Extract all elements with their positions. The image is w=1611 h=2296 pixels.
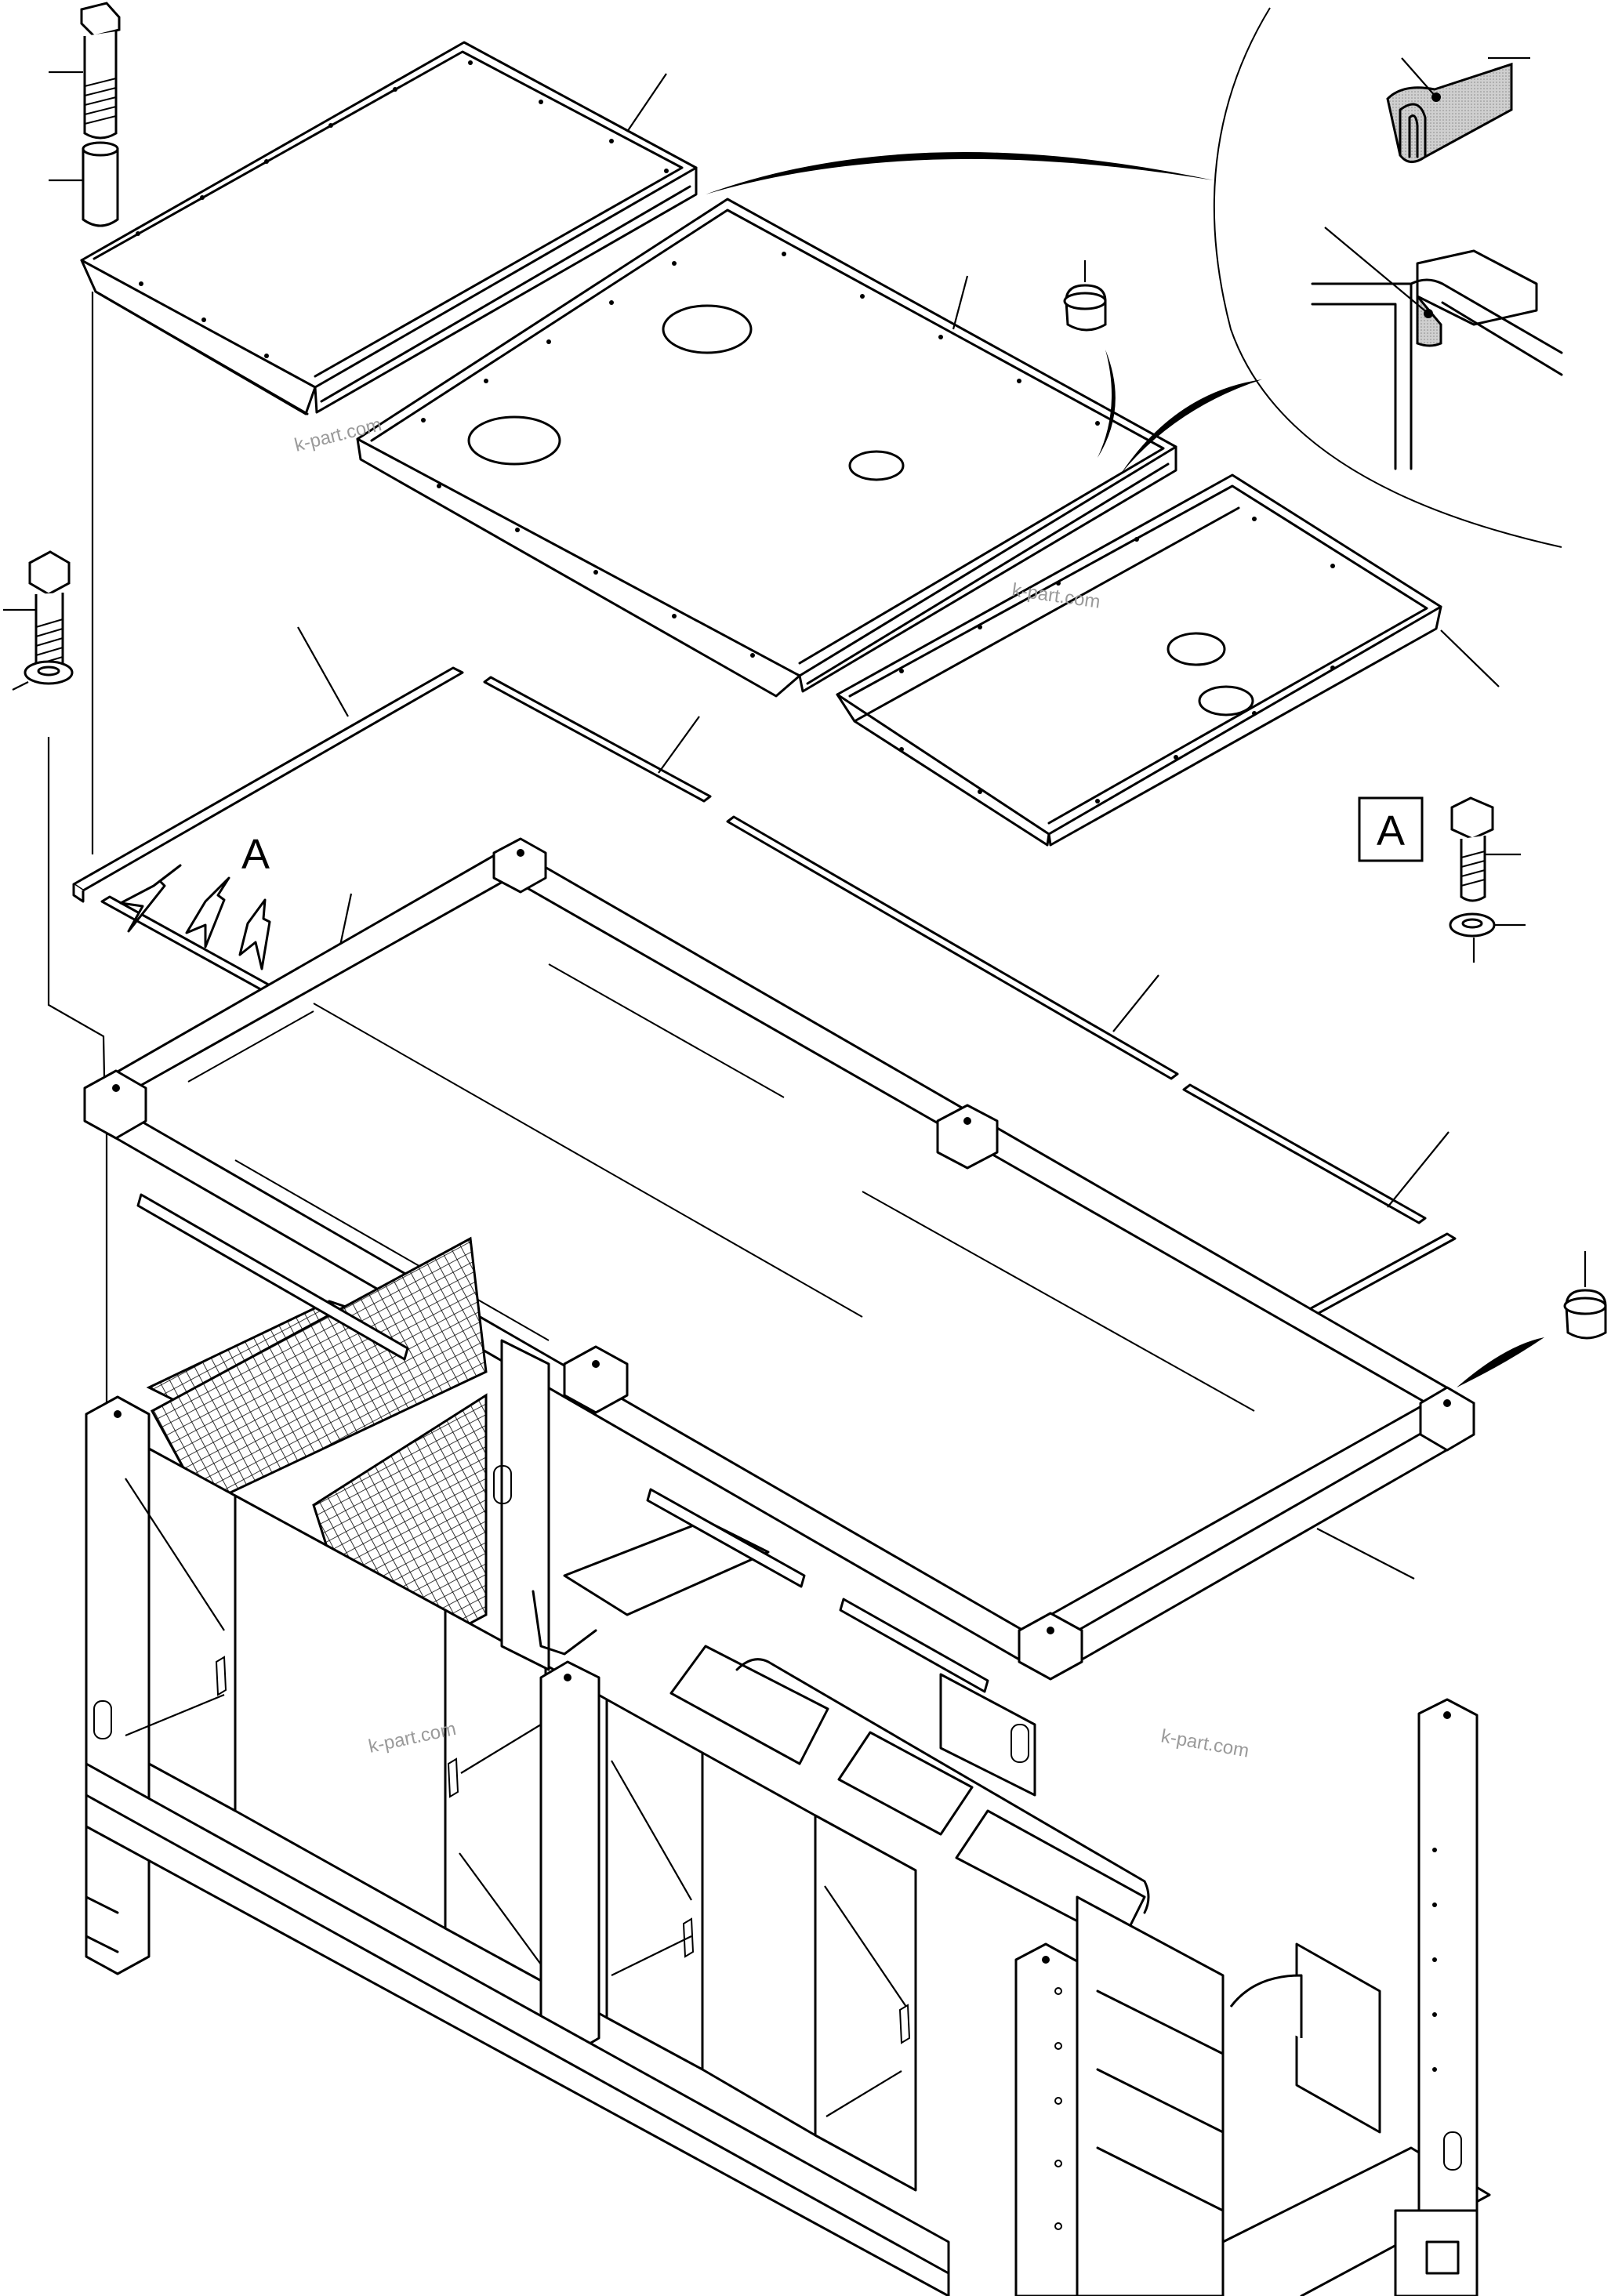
- callout-a-upper-left: A: [241, 831, 270, 878]
- top-frame: [83, 837, 1475, 1681]
- right-bolt-assembly: [1449, 796, 1526, 963]
- lower-enclosure: [85, 1193, 1491, 2296]
- callout-a-box-label: A: [1377, 807, 1405, 854]
- watermark: k-part.com: [292, 414, 384, 456]
- plug-cap-right: [1457, 1251, 1607, 1387]
- top-left-bolt-assembly: [49, 2, 121, 227]
- detail-circle: [1213, 7, 1563, 548]
- callout-box-a: A: [1358, 796, 1424, 862]
- plug-cap-top: [1063, 260, 1116, 458]
- left-bolt-assembly: [3, 550, 107, 1115]
- roof-panel-left: [80, 41, 698, 415]
- watermark: k-part.com: [1159, 1725, 1250, 1761]
- roof-panel-center: [356, 198, 1177, 698]
- detail-leader-curve: [706, 152, 1214, 194]
- roof-panel-right: [836, 473, 1500, 847]
- direction-arrows-left: [119, 864, 271, 970]
